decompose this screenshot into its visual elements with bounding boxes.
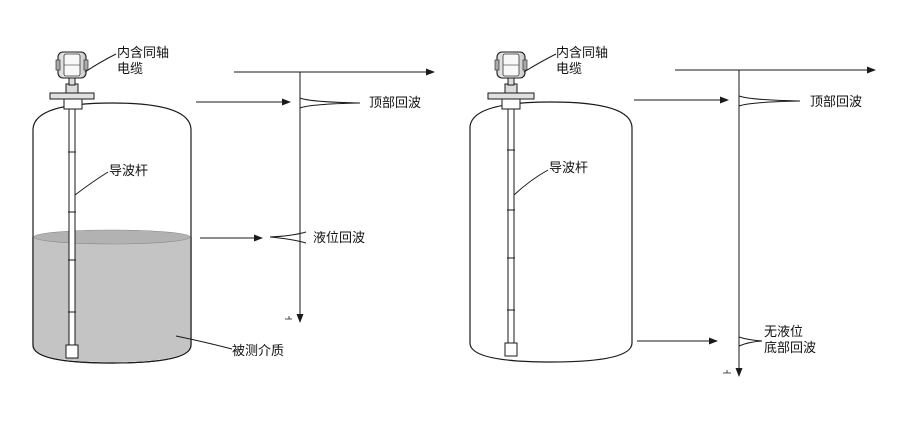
right-rod-label: 导波杆: [549, 161, 588, 176]
left-cable-label-2: 电缆: [117, 61, 143, 77]
left-medium-label: 被测介质: [232, 344, 284, 359]
left-transmitter-head-icon: [55, 51, 89, 79]
left-nozzle: [63, 98, 83, 110]
left-level-echo-pulse: [269, 231, 307, 244]
right-tank-body: [469, 101, 633, 363]
left-rod-weight: [65, 344, 79, 359]
right-rod-weight: [504, 342, 518, 357]
left-liquid-surface: [33, 229, 191, 245]
right-bottom-label-1: 无液位: [764, 325, 803, 340]
right-cable-label-2: 电缆: [556, 61, 582, 77]
right-flange: [487, 92, 535, 100]
left-top-echo-pulse: [299, 97, 361, 109]
right-transmitter-head-icon: [494, 51, 528, 79]
right-nozzle: [501, 98, 521, 110]
right-tank-assembly: [469, 51, 633, 363]
left-echo-graph: [196, 68, 435, 323]
left-cable-label-1: 内含同轴: [117, 45, 169, 61]
left-rod-label: 导波杆: [109, 164, 148, 179]
right-cable-label-1: 内含同轴: [556, 45, 608, 61]
left-tank-assembly: [32, 51, 233, 364]
right-guide-rod: [504, 108, 518, 357]
left-flange: [49, 92, 95, 100]
left-guide-rod: [65, 108, 79, 359]
right-top-echo-label: 顶部回波: [810, 95, 862, 110]
left-top-echo-label: 顶部回波: [369, 96, 421, 111]
left-liquid: [34, 237, 190, 362]
left-level-echo-label: 液位回波: [313, 231, 365, 246]
right-bottom-label-2: 底部回波: [764, 340, 816, 356]
right-echo-graph: [634, 66, 876, 377]
right-bottom-echo-pulse: [738, 336, 763, 347]
right-top-echo-pulse: [738, 95, 801, 107]
